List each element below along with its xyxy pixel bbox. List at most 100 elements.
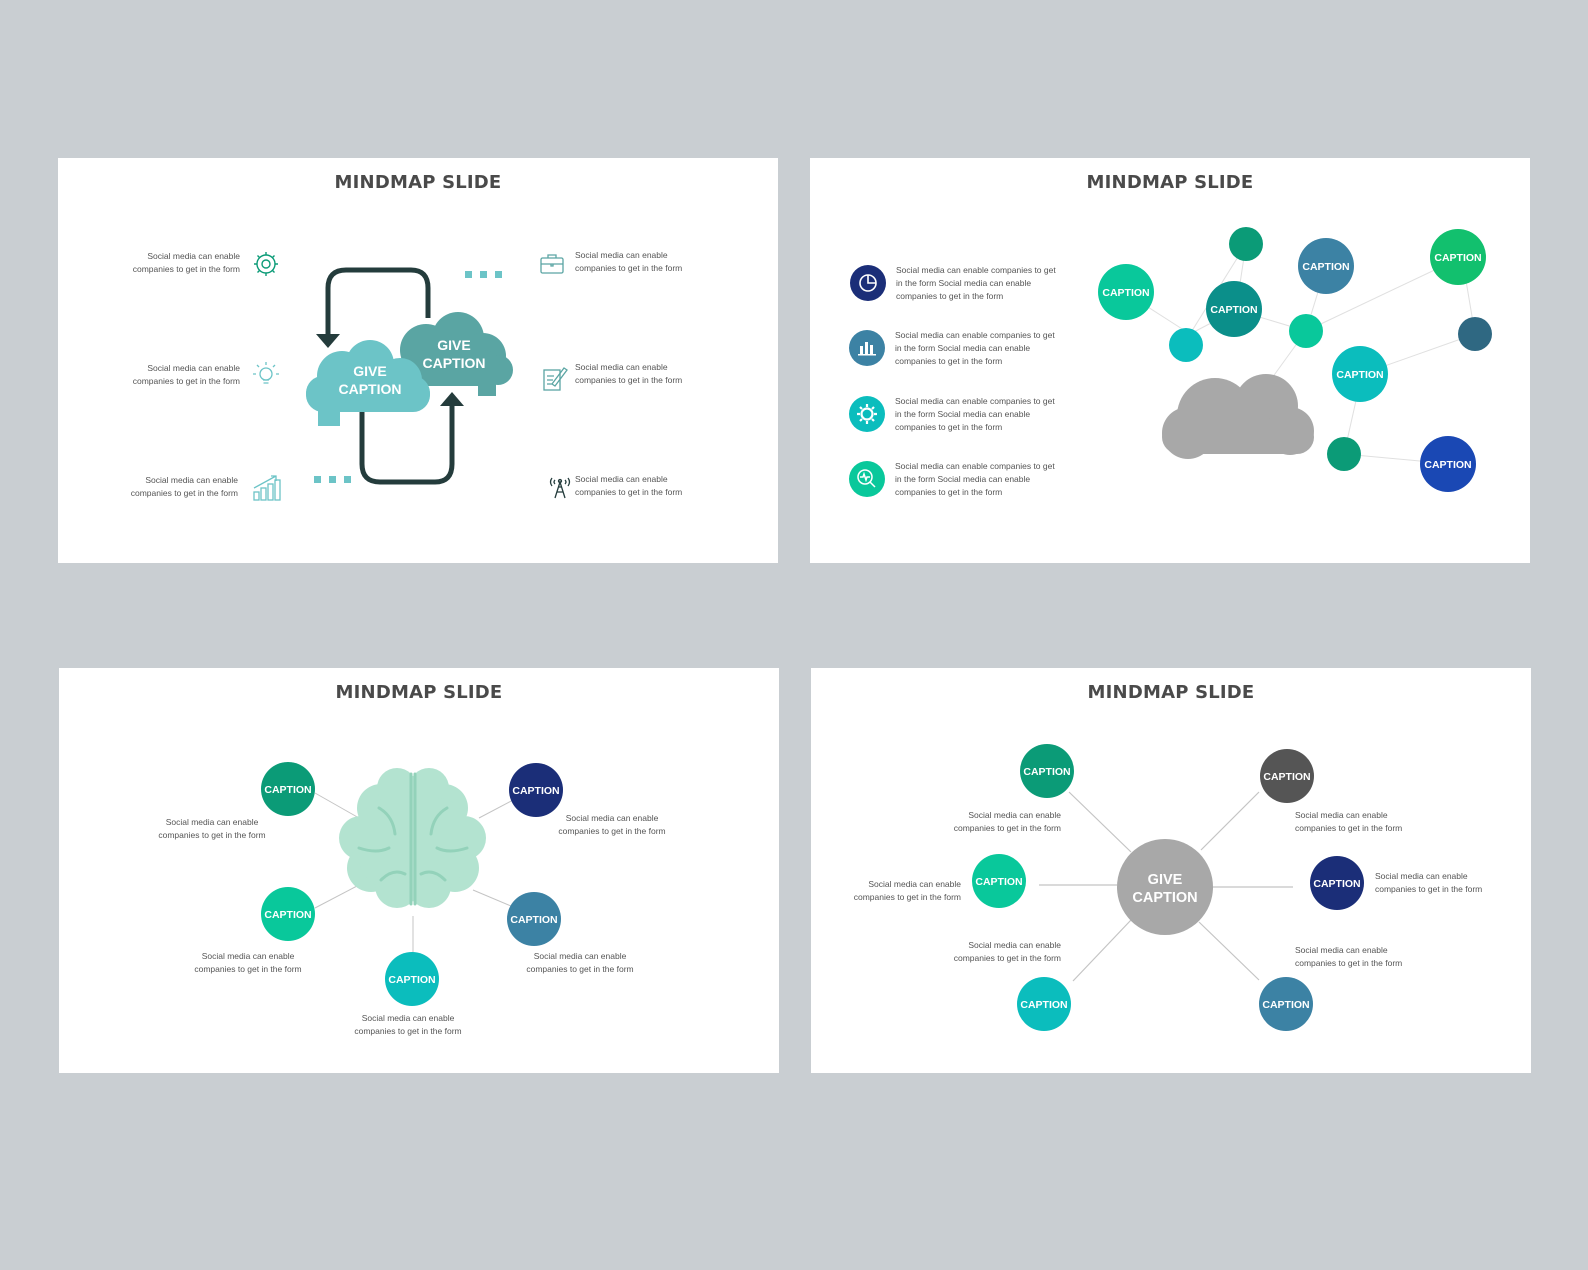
- cloud-front-shape: [306, 340, 430, 426]
- dot-row-bottom: [314, 476, 351, 483]
- caption-node-text: Social media can enable companies to get…: [194, 951, 302, 974]
- arrow-head-up: [440, 392, 464, 406]
- cloud-front-line-2: CAPTION: [339, 381, 402, 397]
- caption-node: [1259, 977, 1313, 1031]
- connector-lines: [1039, 791, 1293, 982]
- caption-node-text: Social media can enable companies to get…: [158, 817, 266, 840]
- caption-node: [507, 892, 561, 946]
- slide-title: MINDMAP SLIDE: [1087, 682, 1255, 703]
- slide-title: MINDMAP SLIDE: [334, 172, 502, 193]
- caption-node-label: CAPTION: [512, 785, 559, 797]
- network-node-small: [1229, 227, 1263, 261]
- slide-1-graphic: GIVE CAPTION GIVE CAPTION: [253, 252, 571, 501]
- bar-chart-icon: [253, 475, 281, 501]
- gear-icon: [857, 404, 877, 424]
- caption-node-label: CAPTION: [1263, 771, 1310, 783]
- item-text-left-1: Social media can enable companies to get…: [132, 251, 240, 274]
- connector-lines: [314, 792, 518, 954]
- caption-node-label: CAPTION: [1023, 766, 1070, 778]
- network-node-caption: [1430, 229, 1486, 285]
- slide-title: MINDMAP SLIDE: [335, 682, 503, 703]
- pie-chart-icon: [859, 274, 877, 292]
- caption-node-label: CAPTION: [510, 914, 557, 926]
- caption-node-text: Social media can enable companies to get…: [1295, 810, 1403, 833]
- network-node-caption: [1420, 436, 1476, 492]
- caption-node-text: Social media can enable companies to get…: [558, 813, 666, 836]
- network-caption: CAPTION: [1102, 287, 1149, 299]
- item-text-right-1: Social media can enable companies to get…: [575, 250, 683, 273]
- item-text-left-3: Social media can enable companies to get…: [130, 475, 238, 498]
- caption-node-text: Social media can enable companies to get…: [354, 1013, 462, 1036]
- caption-node-label: CAPTION: [1020, 999, 1067, 1011]
- list-icon-bg: [849, 396, 885, 432]
- network-caption: CAPTION: [1424, 459, 1471, 471]
- cloud-back-line-2: CAPTION: [423, 355, 486, 371]
- caption-node-label: CAPTION: [264, 909, 311, 921]
- caption-node: [1020, 744, 1074, 798]
- center-node-line-1: GIVE: [1148, 872, 1183, 888]
- caption-node-label: CAPTION: [1313, 878, 1360, 890]
- caption-node-text: Social media can enable companies to get…: [853, 879, 961, 902]
- center-node: [1117, 839, 1213, 935]
- slide-4-graphic: GIVE CAPTION CAPTION CAPTION CAPTION CAP…: [972, 744, 1364, 1031]
- antenna-tower-icon: [549, 477, 571, 499]
- bar-chart-icon: [858, 342, 876, 356]
- caption-node-label: CAPTION: [264, 784, 311, 796]
- network-node-caption: [1332, 346, 1388, 402]
- network-node-small: [1169, 328, 1203, 362]
- network-caption: CAPTION: [1336, 369, 1383, 381]
- caption-node: [1260, 749, 1314, 803]
- caption-node: [385, 952, 439, 1006]
- item-text-right-3: Social media can enable companies to get…: [575, 474, 683, 497]
- item-text-left-2: Social media can enable companies to get…: [132, 363, 240, 386]
- caption-node-label: CAPTION: [975, 876, 1022, 888]
- gear-icon: [254, 252, 278, 276]
- cloud-front-line-1: GIVE: [353, 363, 386, 379]
- briefcase-icon: [540, 254, 564, 274]
- caption-node: [972, 854, 1026, 908]
- arrow-head-down: [316, 334, 340, 348]
- lightbulb-icon: [253, 362, 279, 384]
- list-item-text: Social media can enable companies to get…: [895, 330, 1055, 366]
- pen-paper-icon: [543, 367, 568, 391]
- network-node-small: [1327, 437, 1361, 471]
- caption-node-text: Social media can enable companies to get…: [1295, 945, 1403, 968]
- caption-node-text: Social media can enable companies to get…: [953, 810, 1061, 833]
- network-node-small: [1289, 314, 1323, 348]
- network-caption: CAPTION: [1210, 304, 1257, 316]
- slide-2-graphic: CAPTION CAPTION CAPTION CAPTION CAPTION …: [849, 227, 1492, 497]
- slide-radial-mindmap: GIVE CAPTION CAPTION CAPTION CAPTION CAP…: [811, 668, 1531, 1073]
- caption-node: [261, 762, 315, 816]
- caption-node-label: CAPTION: [1262, 999, 1309, 1011]
- network-node-small: [1458, 317, 1492, 351]
- center-node-line-2: CAPTION: [1132, 890, 1197, 906]
- grey-cloud: [1162, 374, 1314, 459]
- network-node-caption: [1206, 281, 1262, 337]
- item-text-right-2: Social media can enable companies to get…: [575, 362, 683, 385]
- slide-title: MINDMAP SLIDE: [1086, 172, 1254, 193]
- dot-row-top: [465, 271, 502, 278]
- caption-node: [1310, 856, 1364, 910]
- brain-icon: [339, 768, 486, 908]
- network-caption: CAPTION: [1302, 261, 1349, 273]
- caption-node: [509, 763, 563, 817]
- caption-node-text: Social media can enable companies to get…: [526, 951, 634, 974]
- cloud-back-line-1: GIVE: [437, 337, 470, 353]
- caption-node: [1017, 977, 1071, 1031]
- network-node-caption: [1098, 264, 1154, 320]
- caption-node-text: Social media can enable companies to get…: [1375, 871, 1483, 894]
- slide-3-graphic: CAPTION CAPTION CAPTION CAPTION CAPTION: [261, 762, 563, 1006]
- list-item-text: Social media can enable companies to get…: [895, 461, 1055, 497]
- slide-cloud-arrows: GIVE CAPTION GIVE CAPTION: [58, 158, 778, 563]
- loop-arrow-bottom: [359, 403, 455, 485]
- network-node-caption: [1298, 238, 1354, 294]
- list-item-text: Social media can enable companies to get…: [895, 396, 1055, 432]
- magnifier-pulse-icon: [857, 469, 876, 488]
- list-item-text: Social media can enable companies to get…: [896, 265, 1056, 301]
- loop-arrow-top: [325, 267, 431, 336]
- slide-brain-mindmap: CAPTION CAPTION CAPTION CAPTION CAPTION …: [59, 668, 779, 1073]
- caption-node: [261, 887, 315, 941]
- caption-node-text: Social media can enable companies to get…: [953, 940, 1061, 963]
- caption-node-label: CAPTION: [388, 974, 435, 986]
- network-caption: CAPTION: [1434, 252, 1481, 264]
